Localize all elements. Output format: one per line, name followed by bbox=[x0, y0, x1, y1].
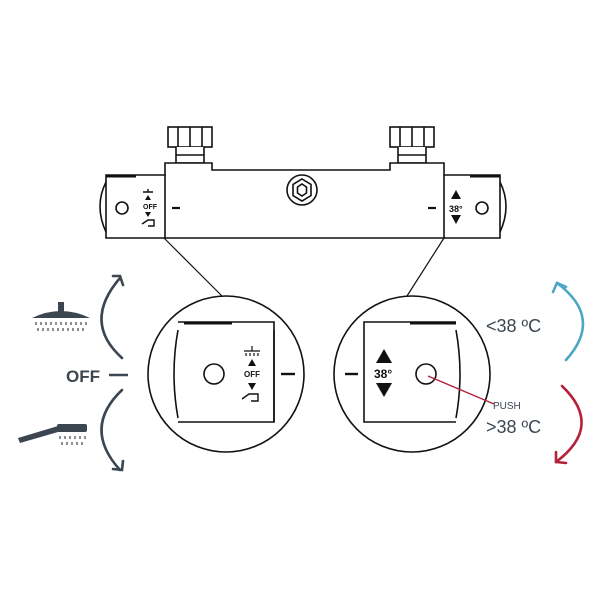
right-detail-circle: 38° bbox=[333, 295, 491, 453]
down-arrow-icon bbox=[451, 215, 461, 224]
top-right-temp-marks: 38° bbox=[449, 190, 463, 224]
up-arrow-icon bbox=[451, 190, 461, 199]
temp-small-label: 38° bbox=[449, 204, 463, 214]
off-small-label: OFF bbox=[143, 204, 158, 211]
off-detail-label: OFF bbox=[244, 370, 260, 379]
push-leader-line bbox=[427, 375, 495, 405]
temp-lower-label: <38 ºC bbox=[486, 316, 541, 336]
shower-head-icon bbox=[244, 346, 260, 356]
spout-icon bbox=[241, 393, 259, 402]
temp-detail-label: 38° bbox=[374, 367, 392, 381]
down-arrow-icon bbox=[145, 212, 151, 217]
left-detail-circle: OFF bbox=[147, 295, 305, 453]
right-inlet-connector bbox=[389, 126, 435, 164]
center-hex-plug bbox=[286, 174, 318, 206]
rotate-up-arrow-icon bbox=[100, 274, 125, 360]
off-label: OFF bbox=[66, 367, 100, 386]
down-arrow-icon bbox=[376, 383, 392, 397]
push-label: PUSH bbox=[493, 401, 521, 412]
hand-shower-icon bbox=[18, 424, 87, 445]
shower-head-icon bbox=[143, 189, 153, 193]
temp-higher-label: >38 ºC bbox=[486, 417, 541, 437]
left-inlet-connector bbox=[167, 126, 213, 164]
up-arrow-icon bbox=[248, 359, 256, 366]
right-leader-line bbox=[406, 237, 445, 297]
cold-rotate-arrow-icon bbox=[551, 281, 585, 362]
up-arrow-icon bbox=[145, 195, 151, 200]
down-arrow-icon bbox=[248, 383, 256, 390]
shower-head-icon bbox=[32, 302, 90, 331]
hot-rotate-arrow-icon bbox=[554, 384, 583, 465]
rotate-down-arrow-icon bbox=[100, 388, 125, 472]
up-arrow-icon bbox=[376, 349, 392, 363]
left-leader-line bbox=[163, 237, 223, 297]
spout-icon bbox=[141, 219, 155, 227]
top-left-selector-marks: OFF bbox=[141, 189, 158, 227]
valve-body bbox=[99, 126, 507, 239]
